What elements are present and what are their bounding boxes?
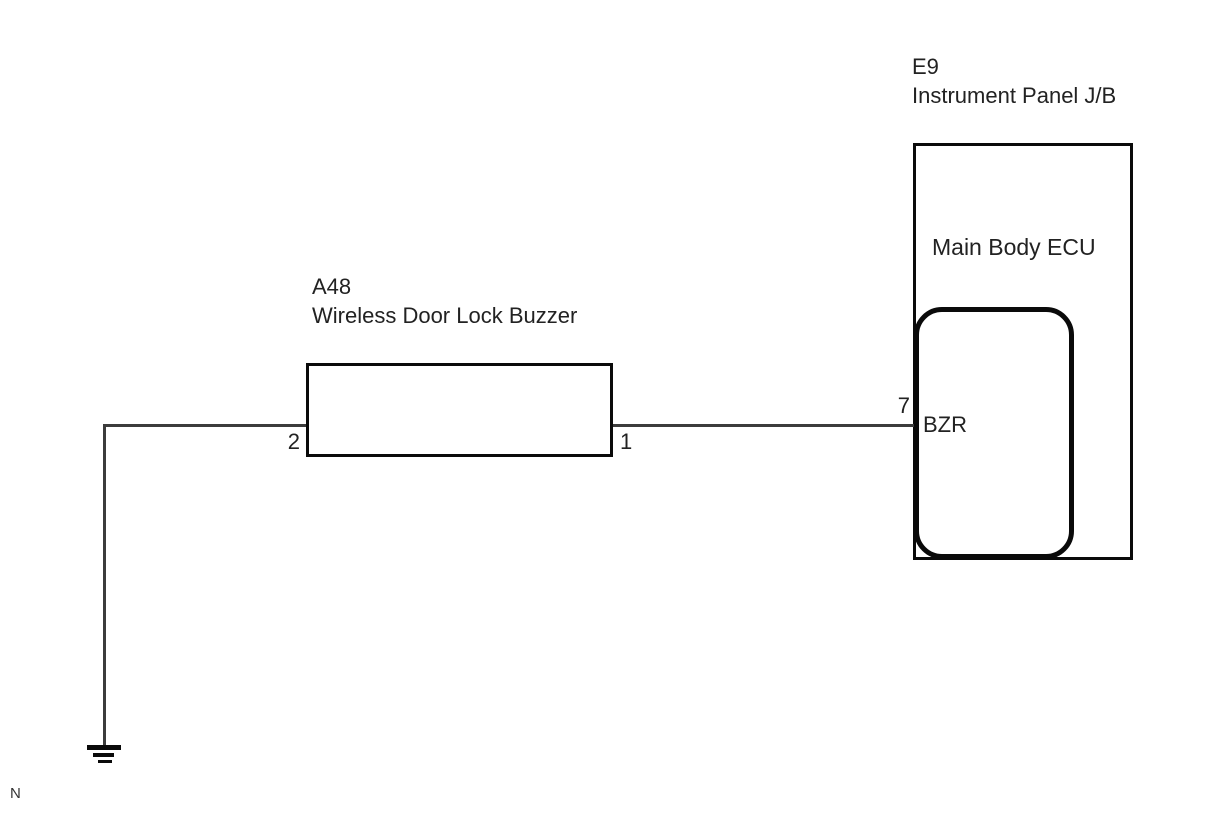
buzzer-connector-name: Wireless Door Lock Buzzer xyxy=(312,303,578,328)
ground-icon xyxy=(87,745,121,763)
ecu-connector-name: Instrument Panel J/B xyxy=(912,83,1117,108)
ground-bar-top xyxy=(87,745,121,750)
buzzer-connector-id: A48 xyxy=(312,274,352,299)
buzzer-connector-label: A48 Wireless Door Lock Buzzer xyxy=(312,272,577,330)
ecu-connector-id: E9 xyxy=(912,54,939,79)
buzzer-pin-left-number: 2 xyxy=(287,429,300,454)
page-footnote: N xyxy=(10,785,21,802)
wire-buzzer-to-ground-vertical xyxy=(103,424,106,748)
ecu-pin-number: 7 xyxy=(897,393,910,418)
wire-buzzer-to-ecu xyxy=(613,424,914,427)
ecu-connector-shape xyxy=(914,307,1074,559)
ecu-connector-label: E9 Instrument Panel J/B xyxy=(912,52,1116,110)
ground-bar-bottom xyxy=(98,760,112,763)
wire-buzzer-to-ground-horizontal xyxy=(103,424,307,427)
ecu-pin-label: BZR xyxy=(923,412,967,437)
ecu-module-label: Main Body ECU xyxy=(932,234,1096,260)
buzzer-box xyxy=(306,363,613,457)
ground-bar-middle xyxy=(93,753,114,757)
buzzer-pin-right-number: 1 xyxy=(620,429,633,454)
